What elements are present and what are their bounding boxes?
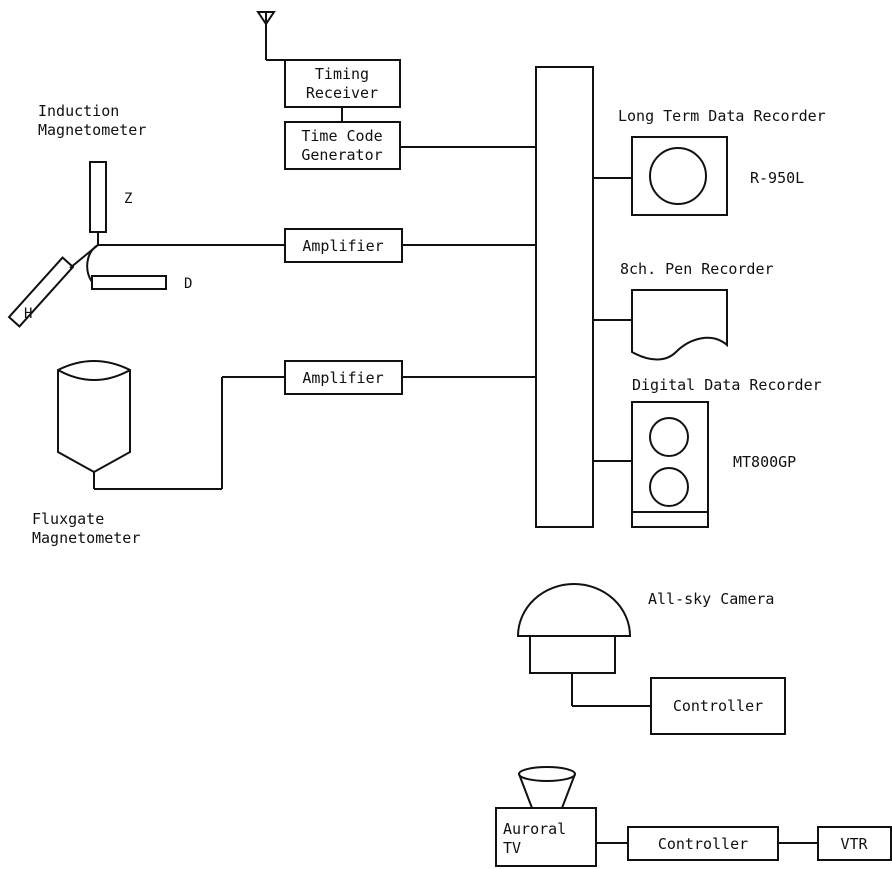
axis-z-label: Z <box>124 191 132 207</box>
digital-recorder-title: Digital Data Recorder <box>632 376 822 394</box>
amplifier-2-label: Amplifier <box>302 369 383 387</box>
central-bus-block <box>535 66 594 528</box>
digital-recorder-model: MT800GP <box>733 453 796 471</box>
antenna-icon <box>256 11 285 61</box>
axis-h-label: H <box>24 306 32 322</box>
amplifier-1-block: Amplifier <box>284 228 403 263</box>
timing-receiver-block: Timing Receiver <box>284 59 401 108</box>
pen-recorder-icon <box>631 289 728 361</box>
fluxgate-magnetometer-title-1: Fluxgate <box>32 510 104 528</box>
allsky-controller-block: Controller <box>650 677 786 735</box>
induction-magnetometer-title-2: Magnetometer <box>38 121 146 139</box>
timing-receiver-label-1: Timing <box>315 65 369 83</box>
pen-recorder-title: 8ch. Pen Recorder <box>620 260 774 278</box>
digital-recorder-icon <box>631 401 709 528</box>
long-term-recorder-icon <box>631 136 728 216</box>
vtr-block: VTR <box>817 826 892 861</box>
time-code-generator-block: Time Code Generator <box>284 121 401 170</box>
long-term-recorder-model: R-950L <box>750 169 804 187</box>
auroral-controller-block: Controller <box>627 826 779 861</box>
allsky-camera-title: All-sky Camera <box>648 590 774 608</box>
fluxgate-magnetometer-title-2: Magnetometer <box>32 529 140 547</box>
auroral-tv-camera-icon <box>518 766 576 809</box>
time-code-generator-label-1: Time Code <box>301 127 382 145</box>
fluxgate-sensor-icon <box>57 360 285 490</box>
auroral-tv-block: Auroral TV <box>495 807 597 867</box>
auroral-tv-label-2: TV <box>503 839 521 857</box>
auroral-controller-label: Controller <box>658 835 748 853</box>
long-term-recorder-title: Long Term Data Recorder <box>618 107 826 125</box>
vtr-label: VTR <box>840 835 868 853</box>
axis-d-label: D <box>184 276 192 292</box>
timing-receiver-label-2: Receiver <box>306 84 378 102</box>
time-code-generator-label-2: Generator <box>301 146 382 164</box>
induction-magnetometer-sensor: Z D H <box>7 161 285 328</box>
auroral-tv-label-1: Auroral <box>503 820 566 838</box>
amplifier-1-label: Amplifier <box>302 237 383 255</box>
induction-magnetometer-title-1: Induction <box>38 102 119 120</box>
allsky-controller-label: Controller <box>673 697 763 715</box>
allsky-camera-icon <box>516 583 651 707</box>
amplifier-2-block: Amplifier <box>284 360 403 395</box>
